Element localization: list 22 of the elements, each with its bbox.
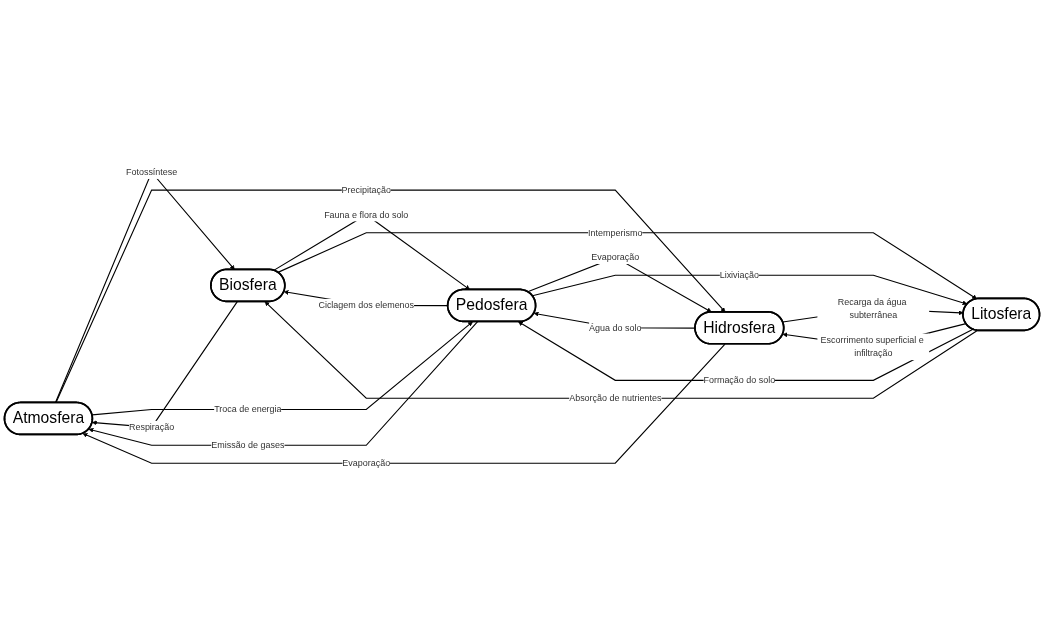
arrow — [264, 301, 978, 399]
edge-label: Troca de energia — [214, 404, 282, 414]
edge-label: Emissão de gases — [211, 440, 285, 450]
edge-label: Fauna e flora do solo — [324, 209, 409, 220]
edge-label: Lixiviação — [719, 270, 760, 280]
edge-label: Evaporação — [342, 457, 391, 468]
edge-label: Absorção de nutrientes — [569, 392, 662, 403]
arrow — [55, 189, 726, 404]
arrow — [277, 231, 978, 299]
edge-label: Intemperismo — [588, 227, 643, 237]
edge-label: Evaporação — [591, 252, 640, 262]
edge-label: Ciclagem dos elemenos — [318, 300, 415, 310]
edge-label: Escorrimento superficial e infiltração — [820, 334, 924, 358]
edge-label: Formação do solo — [703, 375, 776, 385]
edge-label: Precipitação — [341, 184, 391, 195]
arrow — [88, 320, 479, 446]
edge-label: Respiração — [128, 422, 175, 432]
arrow — [531, 274, 968, 305]
arrow — [82, 343, 726, 464]
edge-label: Água do solo — [589, 322, 642, 333]
edge-label: Recarga da água subterrânea — [837, 296, 907, 320]
edge-label: Fotossíntese — [125, 166, 178, 177]
